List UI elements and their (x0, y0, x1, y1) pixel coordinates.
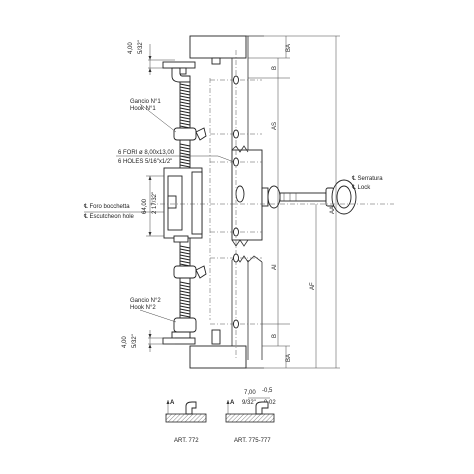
escutcheon-label: ℄ Foro bocchetta ℄ Escutcheon hole (83, 204, 164, 220)
dim-bottom-left: 4,00 5/32" (122, 330, 175, 352)
svg-text:A: A (230, 400, 235, 406)
dim-top-left-imperial: 5/32" (138, 40, 144, 54)
svg-text:A: A (170, 400, 175, 406)
svg-text:B: B (272, 66, 278, 70)
thread-mark (179, 296, 191, 300)
dim-top-left-label: 4,00 (128, 42, 134, 54)
thread-mark (179, 86, 191, 90)
svg-text:64,00: 64,00 (142, 198, 148, 214)
lock-body (163, 167, 203, 243)
thread-mark (179, 161, 191, 165)
thread-mark (179, 146, 191, 150)
svg-text:BA: BA (286, 354, 292, 362)
thread-mark (179, 155, 191, 159)
thread-mark (179, 308, 191, 312)
hook-1-block (173, 127, 207, 141)
svg-text:ART. 772: ART. 772 (174, 438, 199, 444)
svg-text:AA: AA (330, 206, 336, 214)
lock-label: ℄ Serratura ℄ Lock (351, 176, 383, 191)
thread-mark (179, 290, 191, 294)
thread-mark (179, 299, 191, 303)
right-dimensions: BA B AS AI B BA AF AA (248, 35, 340, 369)
svg-text:7,00: 7,00 (244, 390, 256, 396)
thread-mark (179, 89, 191, 93)
thread-mark (179, 311, 191, 315)
svg-text:℄ Escutcheon hole: ℄ Escutcheon hole (83, 214, 135, 220)
svg-text:ART. 775-777: ART. 775-777 (234, 438, 271, 444)
thread-mark (179, 257, 191, 261)
svg-text:℄ Lock: ℄ Lock (351, 185, 371, 191)
thread-mark (179, 143, 191, 147)
thread-mark (179, 287, 191, 291)
thread-mark (179, 92, 191, 96)
svg-text:Hook N°2: Hook N°2 (130, 305, 156, 311)
svg-text:℄ Foro bocchetta: ℄ Foro bocchetta (83, 204, 130, 210)
svg-text:-0,5: -0,5 (262, 388, 273, 394)
svg-text:AI: AI (272, 264, 278, 270)
svg-text:6 HOLES 5/16"x1/2": 6 HOLES 5/16"x1/2" (118, 159, 172, 165)
svg-text:4,00: 4,00 (122, 336, 128, 348)
centerlines (150, 50, 394, 360)
thread-mark (179, 152, 191, 156)
key (261, 179, 357, 215)
bottom-hook-bracket (162, 317, 221, 345)
lower-bar (231, 255, 263, 360)
thread-mark (179, 164, 191, 168)
height-dim: 64,00 2 17/32" (142, 175, 164, 237)
svg-text:9/32": 9/32" (242, 400, 256, 406)
thread-mark (179, 254, 191, 258)
svg-text:AS: AS (272, 122, 278, 130)
thread-mark (179, 314, 191, 318)
thread-mark (179, 305, 191, 309)
thread-mark (179, 158, 191, 162)
svg-text:B: B (272, 334, 278, 338)
thread-mark (179, 248, 191, 252)
thread-mark (179, 98, 191, 102)
thread-mark (179, 83, 191, 87)
thread-mark (179, 284, 191, 288)
dim-top-left: 4,00 5/32" (128, 40, 175, 75)
thread-mark (179, 116, 191, 120)
thread-mark (179, 293, 191, 297)
hook2-label: Gancio N°2 Hook N°2 (130, 298, 177, 323)
svg-text:2 17/32": 2 17/32" (152, 192, 158, 214)
thread-mark (179, 149, 191, 153)
slot-holes (233, 75, 239, 329)
center-bar (231, 145, 263, 247)
hook-2-block (173, 265, 207, 279)
detail-left: A ART. 772 (165, 400, 207, 444)
top-block (189, 35, 264, 150)
holes-label: 6 FORI ø 8,00x13,00 6 HOLES 5/16"x1/2" (116, 150, 235, 165)
thread-mark (179, 95, 191, 99)
thread-mark (179, 107, 191, 111)
svg-text:Gancio N°2: Gancio N°2 (130, 298, 161, 304)
thread-mark (179, 113, 191, 117)
svg-text:-0,02: -0,02 (262, 400, 276, 406)
thread-mark (179, 104, 191, 108)
thread-mark (179, 122, 191, 126)
thread-mark (179, 251, 191, 255)
svg-text:Gancio N°1: Gancio N°1 (130, 99, 161, 105)
bottom-block (189, 345, 264, 369)
thread-mark (179, 245, 191, 249)
thread-mark (179, 101, 191, 105)
svg-text:AF: AF (310, 282, 316, 290)
svg-text:BA: BA (286, 44, 292, 52)
detail-right: 7,00 -0,5 9/32" -0,02 A ART. 775-777 (225, 388, 276, 444)
thread-mark (179, 302, 191, 306)
thread-mark (179, 281, 191, 285)
hook1-label: Gancio N°1 Hook N°1 (130, 99, 177, 133)
thread-mark (179, 260, 191, 264)
svg-text:6 FORI ø 8,00x13,00: 6 FORI ø 8,00x13,00 (118, 150, 175, 156)
thread-mark (179, 119, 191, 123)
thread-mark (179, 110, 191, 114)
top-hook-bracket (162, 61, 196, 83)
svg-text:Hook N°1: Hook N°1 (130, 106, 156, 112)
svg-text:℄ Serratura: ℄ Serratura (351, 176, 383, 182)
svg-text:5/32": 5/32" (132, 334, 138, 348)
